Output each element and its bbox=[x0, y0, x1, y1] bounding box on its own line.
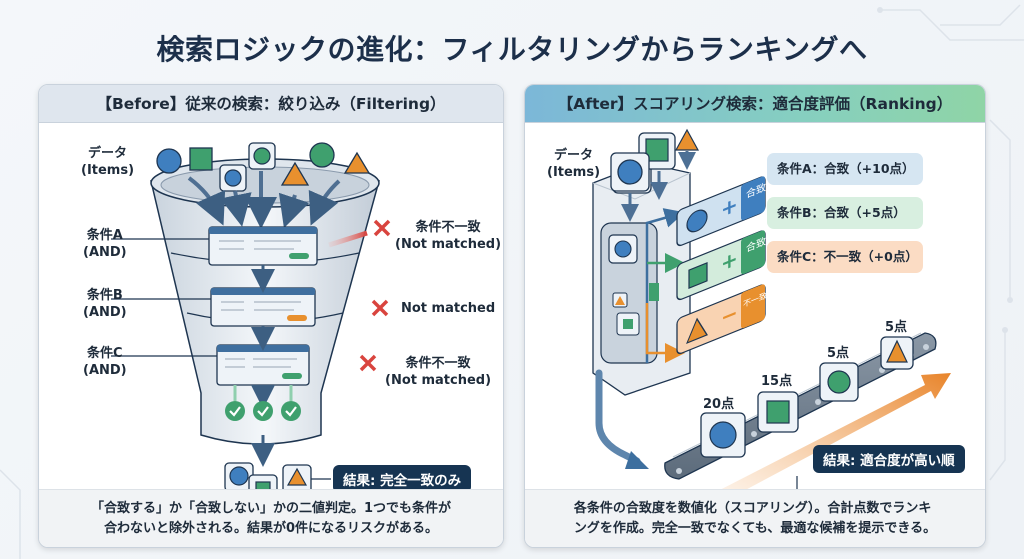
ranked-item-2: 15点 bbox=[757, 373, 799, 433]
reject-b-label: Not matched bbox=[401, 300, 495, 317]
data-label-text: データ bbox=[88, 146, 128, 161]
condition-b-label: 条件B (AND) bbox=[83, 287, 127, 321]
rule-card-c: − 不一致 bbox=[676, 284, 768, 355]
svg-text:+: + bbox=[721, 192, 738, 222]
reject-c-text: 条件不一致 bbox=[405, 356, 471, 371]
reject-b-text: Not matched bbox=[401, 301, 496, 316]
condition-b-board bbox=[210, 287, 316, 327]
filtering-diagram: データ (Items) bbox=[39, 123, 503, 493]
reject-x-icons bbox=[359, 219, 391, 372]
reject-c-sub: (Not matched) bbox=[385, 373, 492, 388]
after-panel-header: 【After】スコアリング検索：適合度評価（Ranking） bbox=[525, 85, 985, 123]
result-items bbox=[224, 462, 331, 491]
ranked-item-2-score: 15点 bbox=[761, 373, 792, 389]
before-panel: 【Before】従来の検索：絞り込み（Filtering） データ (Items… bbox=[38, 84, 504, 548]
condition-b-sub: (AND) bbox=[83, 305, 127, 320]
item-triangle-orange-2 bbox=[343, 151, 371, 174]
after-result-badge: 結果: 適合度が高い順 bbox=[813, 445, 965, 473]
reject-a-sub: (Not matched) bbox=[395, 237, 502, 252]
condition-c-board bbox=[216, 344, 310, 386]
condition-a-board bbox=[208, 226, 318, 266]
condition-a-sub: (AND) bbox=[83, 245, 127, 260]
score-rule-b: 条件B：合致（+5点） bbox=[767, 197, 923, 229]
funnel-illustration bbox=[111, 142, 391, 491]
ranked-item-3: 5点 bbox=[819, 345, 859, 402]
page-title: 検索ロジックの進化：フィルタリングからランキングへ bbox=[156, 33, 868, 66]
before-footer-line1: 「合致する」か「合致しない」かの二値判定。1つでも条件が bbox=[90, 500, 452, 516]
reject-a-label: 条件不一致 (Not matched) bbox=[395, 219, 501, 253]
condition-c-sub: (AND) bbox=[83, 363, 127, 378]
reject-a-text: 条件不一致 bbox=[415, 220, 481, 235]
condition-a-label: 条件A (AND) bbox=[83, 227, 127, 261]
ranked-item-1: 20点 bbox=[700, 396, 746, 458]
output-arrow bbox=[595, 369, 641, 465]
condition-c-label: 条件C (AND) bbox=[83, 345, 127, 379]
after-panel: 【After】スコアリング検索：適合度評価（Ranking） データ (Item… bbox=[524, 84, 986, 548]
data-label-text: データ bbox=[554, 148, 594, 163]
ranked-item-4-score: 5点 bbox=[885, 319, 907, 335]
after-footer-line1: 各条件の合致度を数値化（スコアリング）。合計点数でランキ bbox=[573, 500, 932, 516]
svg-text:+: + bbox=[721, 246, 738, 276]
item-circle-green bbox=[309, 142, 335, 168]
before-result-badge: 結果: 完全一致のみ bbox=[333, 465, 472, 493]
item-circle-blue bbox=[156, 148, 182, 174]
before-footer-line2: 合わないと除外される。結果が0件になるリスクがある。 bbox=[103, 520, 439, 536]
score-order-arrow bbox=[717, 373, 951, 491]
scoring-diagram: データ (Items) bbox=[525, 123, 985, 491]
data-sublabel-text: (Items) bbox=[547, 165, 601, 180]
data-sublabel-text: (Items) bbox=[81, 163, 135, 178]
rule-card-b: + 合致 bbox=[676, 230, 767, 301]
score-rule-c: 条件C：不一致（+0点） bbox=[767, 241, 923, 273]
check-icons bbox=[225, 385, 301, 421]
before-panel-header: 【Before】従来の検索：絞り込み（Filtering） bbox=[39, 85, 503, 123]
data-label: データ (Items) bbox=[81, 145, 134, 179]
after-footer-line2: ングを作成。完全一致でなくても、最適な候補を提示できる。 bbox=[573, 520, 937, 536]
rule-card-a: + 合致 bbox=[676, 176, 767, 247]
svg-text:−: − bbox=[721, 300, 738, 330]
before-footer: 「合致する」か「合致しない」かの二値判定。1つでも条件が 合わないと除外される。… bbox=[39, 489, 503, 547]
item-circle-green-small bbox=[253, 147, 271, 165]
condition-c-text: 条件C bbox=[87, 346, 123, 361]
reject-c-label: 条件不一致 (Not matched) bbox=[385, 355, 491, 389]
score-rule-a: 条件A：合致（+10点） bbox=[767, 153, 923, 185]
ranked-item-4: 5点 bbox=[880, 319, 914, 370]
ranked-item-1-score: 20点 bbox=[703, 396, 734, 412]
item-triangle-orange bbox=[280, 161, 310, 186]
item-circle-blue-small bbox=[224, 169, 242, 187]
ranked-item-3-score: 5点 bbox=[827, 345, 849, 361]
after-footer: 各条件の合致度を数値化（スコアリング）。合計点数でランキ ングを作成。完全一致で… bbox=[525, 489, 985, 547]
item-square-green bbox=[189, 147, 213, 171]
condition-a-text: 条件A bbox=[86, 228, 123, 243]
condition-b-text: 条件B bbox=[86, 288, 123, 303]
data-label: データ (Items) bbox=[547, 147, 600, 181]
